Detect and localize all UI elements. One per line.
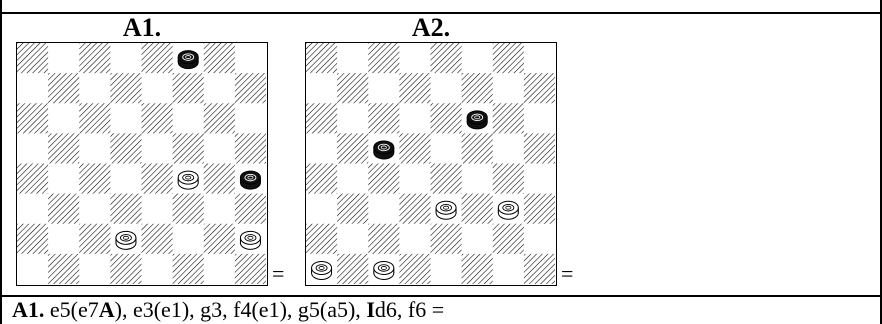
dark-square [234,253,266,284]
dark-square [399,73,431,104]
dark-square [430,223,462,254]
dark-square [399,133,431,164]
dark-square [337,253,369,284]
dark-square [48,133,80,164]
dark-square [110,73,142,104]
white-checker-piece [373,260,395,280]
white-checker-piece [497,200,519,220]
dark-square [461,193,493,224]
dark-square [368,163,400,194]
dark-square [17,43,49,74]
dark-square [141,223,173,254]
black-checker-piece [373,140,395,160]
dark-square [172,193,204,224]
checkers-board-a2 [305,42,557,286]
dark-square [48,253,80,284]
dark-square [203,223,235,254]
diagram-a1-title: A1. [122,13,162,42]
solution-caption: A1. e5(e7A), e3(e1), g3, f4(e1), g5(a5),… [12,297,444,323]
dark-square [306,103,338,134]
dark-square [141,43,173,74]
dark-square [461,253,493,284]
white-checker-piece [177,170,199,190]
diagram-a2-result: = [561,261,574,286]
dark-square [523,193,555,224]
dark-square [79,43,111,74]
caption-bold-1: A [98,297,115,322]
dark-square [172,73,204,104]
dark-square [399,253,431,284]
diagram-a2-title: A2. [411,13,451,42]
table-middle-rule [0,295,882,297]
dark-square [203,103,235,134]
dark-square [234,133,266,164]
checkers-board-a1 [16,42,268,286]
caption-bold-2: I [366,297,375,322]
dark-square [110,193,142,224]
caption-text-1: e5(e7 [44,297,99,322]
white-checker-piece [239,230,261,250]
table-top-rule [0,12,882,14]
dark-square [110,133,142,164]
dark-square [492,43,524,74]
dark-square [48,73,80,104]
dark-square [492,223,524,254]
table-left-border [0,0,2,324]
dark-square [430,163,462,194]
dark-square [17,103,49,134]
dark-square [337,133,369,164]
dark-square [368,103,400,134]
dark-square [17,163,49,194]
board-svg [17,43,266,284]
board-svg [306,43,555,284]
dark-square [523,133,555,164]
black-checker-piece [177,50,199,70]
dark-square [48,193,80,224]
dark-square [461,133,493,164]
dark-square [172,253,204,284]
diagram-a1-result: = [272,261,285,286]
dark-square [234,73,266,104]
dark-square [492,103,524,134]
dark-square [79,103,111,134]
dark-square [430,43,462,74]
dark-square [461,73,493,104]
dark-square [306,223,338,254]
dark-square [306,163,338,194]
white-checker-piece [311,260,333,280]
dark-square [399,193,431,224]
dark-square [172,133,204,164]
dark-square [110,253,142,284]
dark-square [203,163,235,194]
dark-square [492,163,524,194]
dark-square [523,253,555,284]
dark-square [306,43,338,74]
dark-square [17,223,49,254]
dark-square [368,43,400,74]
caption-text-3: d6, f6 = [374,297,445,322]
dark-square [337,73,369,104]
black-checker-piece [239,170,261,190]
caption-label: A1. [12,297,45,322]
table-right-border [880,0,882,324]
black-checker-piece [466,110,488,130]
dark-square [337,193,369,224]
dark-square [203,43,235,74]
dark-square [234,193,266,224]
dark-square [368,223,400,254]
dark-square [523,73,555,104]
dark-square [141,163,173,194]
dark-square [79,163,111,194]
dark-square [430,103,462,134]
dark-square [79,223,111,254]
caption-text-2: ), e3(e1), g3, f4(e1), g5(a5), [114,297,367,322]
dark-square [141,103,173,134]
white-checker-piece [435,200,457,220]
white-checker-piece [115,230,137,250]
